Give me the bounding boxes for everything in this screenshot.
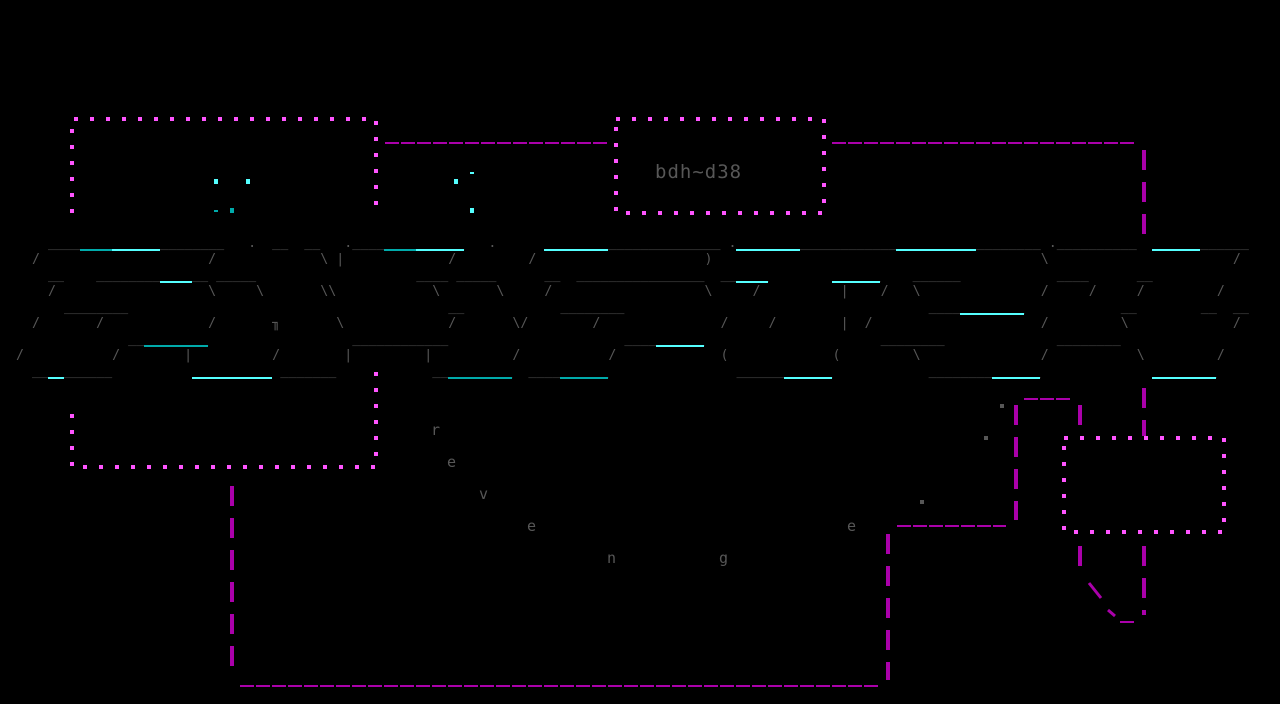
gray-dots — [920, 404, 1004, 504]
letter: g — [719, 549, 729, 567]
art-row: ________ __ ________ ____________ __ __ … — [0, 300, 1249, 315]
letter: v — [479, 485, 489, 503]
letter: e — [847, 517, 857, 535]
art-row: __ ______________ _____ ____ _____ __ __… — [0, 268, 1153, 283]
art-row: ______________________ . __ __ .________… — [0, 236, 1249, 251]
letter: e — [447, 453, 457, 471]
letter: n — [607, 549, 617, 567]
pipe-curve — [1087, 582, 1116, 618]
art-row: / / \ | / / ) \ / — [0, 252, 1241, 267]
letter: e — [527, 517, 537, 535]
title-box-text: bdh~d38 — [655, 161, 743, 183]
letter: r — [431, 421, 441, 439]
art-row: __________ __________ _______ __________… — [0, 364, 1217, 379]
dotted-box-right — [1062, 436, 1226, 534]
sparkle-dots — [214, 172, 474, 213]
dashed-connectors — [240, 142, 1136, 687]
art-row: / / / ╖ \ / \/ / / / | / / \ / — [0, 316, 1241, 331]
art-row: / \ \ \\ \ \ / \ / | / \ / / / / — [0, 284, 1225, 299]
art-row: __________ ____________ __________ _____… — [0, 332, 1121, 347]
art-row: / / | / | | / / ( ( \ / \ / — [0, 348, 1225, 363]
dashed-verticals — [230, 150, 1146, 680]
ascii-logo: ______________________ . __ __ .________… — [0, 236, 1249, 380]
